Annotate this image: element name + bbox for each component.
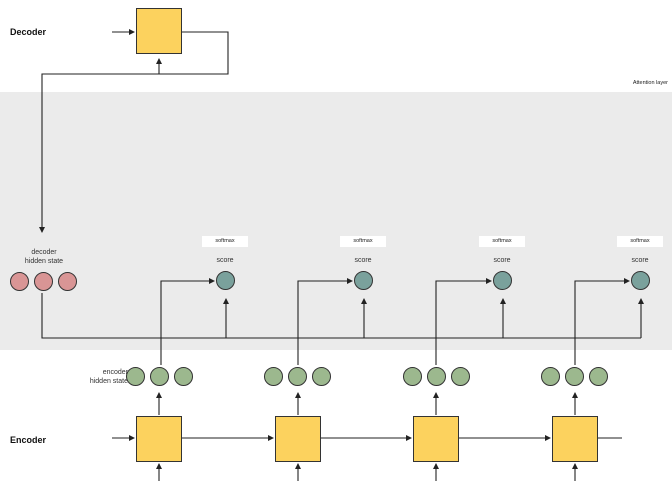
encoder-state-node [288,367,307,386]
decoder-state-node [10,272,29,291]
encoder-state-node [565,367,584,386]
softmax-box: softmax [340,236,386,247]
encoder-cell [552,416,598,462]
encoder-cell [275,416,321,462]
softmax-box: softmax [617,236,663,247]
softmax-box: softmax [202,236,248,247]
score-label: score [631,257,649,264]
decoder-cell [136,8,182,54]
encoder-state-node [403,367,422,386]
decoder-feedback-wire [39,31,229,233]
attention-layer-band [0,92,672,350]
encoder-cell [413,416,459,462]
softmax-box: softmax [479,236,525,247]
encoder-state-node [451,367,470,386]
score-node [493,271,512,290]
encoder-label: Encoder [10,435,47,445]
encoder-state-node [126,367,145,386]
score-node [354,271,373,290]
encoder-state-node [427,367,446,386]
enc-to-score-1 [160,278,215,365]
encoder-hidden-state-label: encoder hidden state [89,369,128,385]
encoder-cell [136,416,182,462]
enc-to-score-3 [435,278,492,365]
encoder-state-node [264,367,283,386]
score-node [216,271,235,290]
decoder-state-node [58,272,77,291]
encoder-state-node [312,367,331,386]
encoder-state-node [174,367,193,386]
score-label: score [493,257,511,264]
decoder-hidden-state-label: decoder hidden state [24,249,64,265]
decoder-state-node [34,272,53,291]
score-node [631,271,650,290]
enc-to-score-2 [297,278,353,365]
score-label: score [354,257,372,264]
decoder-label: Decoder [10,27,47,37]
score-label: score [216,257,234,264]
attention-layer-label: Attention layer [632,80,668,86]
enc-to-score-4 [574,278,630,365]
encoder-state-node [150,367,169,386]
decoder-state-bus [41,293,641,339]
encoder-state-node [589,367,608,386]
encoder-state-node [541,367,560,386]
